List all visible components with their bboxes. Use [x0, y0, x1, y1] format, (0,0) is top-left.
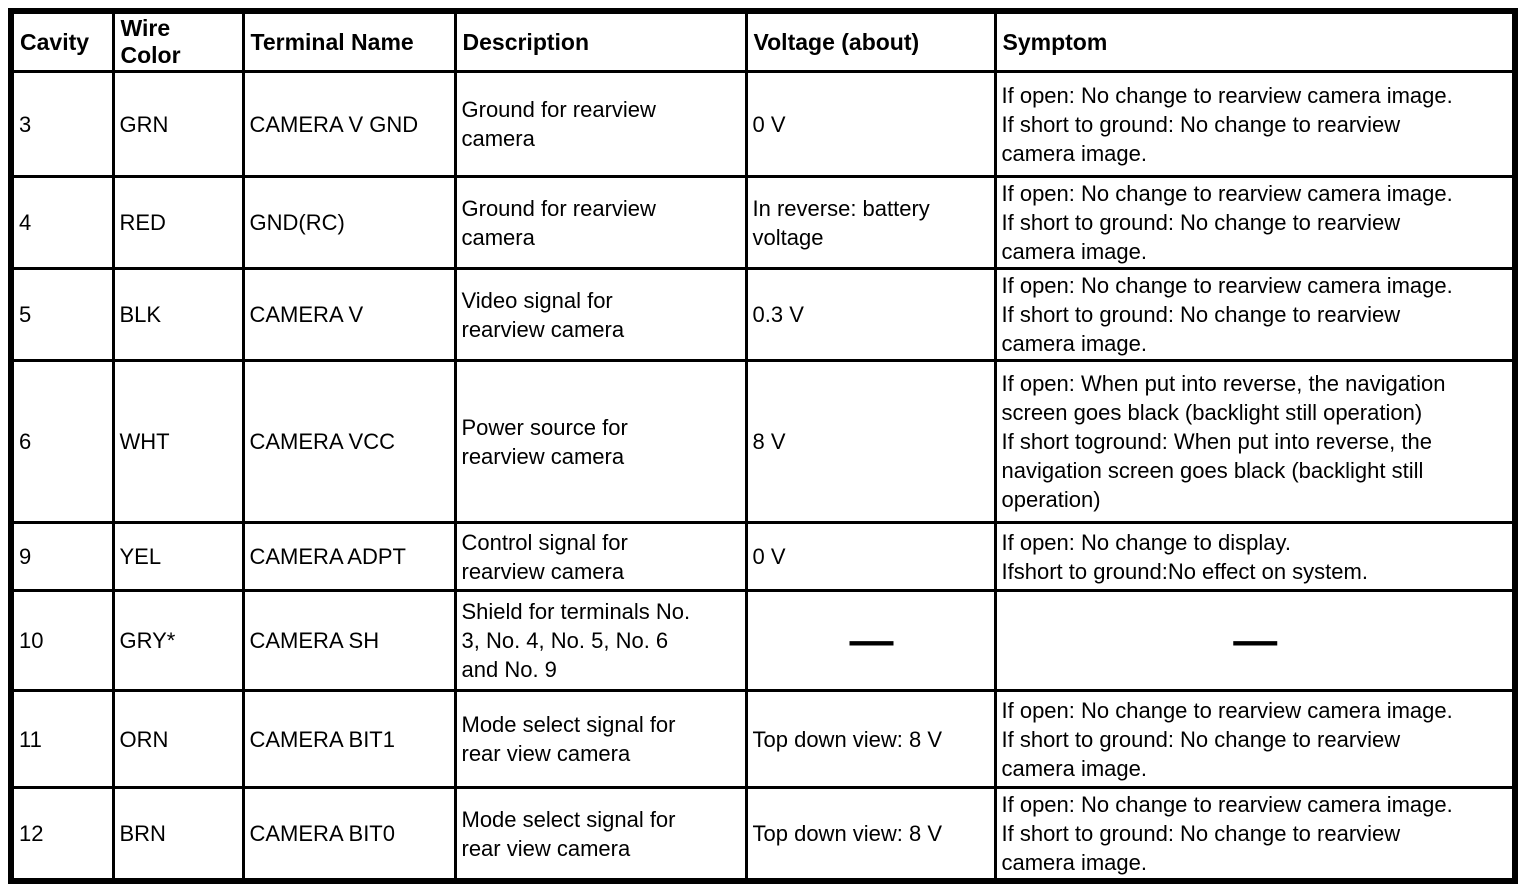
table-row: 9 YEL CAMERA ADPT Control signal for rea…: [9, 521, 1517, 592]
table-row: 12 BRN CAMERA BIT0 Mode select signal fo…: [9, 786, 1517, 883]
cavity-cell: 10: [9, 589, 115, 692]
voltage-cell: 8 V: [744, 359, 997, 524]
description-cell: Power source for rearview camera: [453, 359, 748, 524]
header-row: Cavity Wire Color Terminal Name Descript…: [9, 9, 1517, 73]
voltage-cell: 0.3 V: [744, 267, 997, 362]
terminal-name-cell: CAMERA BIT1: [241, 689, 457, 789]
symptom-cell: If open: No change to rearview camera im…: [993, 689, 1517, 789]
terminal-name-cell: CAMERA VCC: [241, 359, 457, 524]
voltage-cell: —: [744, 589, 997, 692]
table-row: 11 ORN CAMERA BIT1 Mode select signal fo…: [9, 689, 1517, 789]
description-cell: Control signal for rearview camera: [453, 521, 748, 592]
cavity-cell: 11: [9, 689, 115, 789]
table-row: 10 GRY* CAMERA SH Shield for terminals N…: [9, 589, 1517, 692]
symptom-cell: If open: No change to rearview camera im…: [993, 267, 1517, 362]
voltage-cell: Top down view: 8 V: [744, 689, 997, 789]
wire-color-cell: BLK: [111, 267, 245, 362]
wire-color-cell: RED: [111, 175, 245, 270]
symptom-cell: —: [993, 589, 1517, 692]
terminal-name-cell: CAMERA ADPT: [241, 521, 457, 592]
cavity-cell: 3: [9, 70, 115, 178]
description-cell: Shield for terminals No. 3, No. 4, No. 5…: [453, 589, 748, 692]
pinout-table: Cavity Wire Color Terminal Name Descript…: [8, 8, 1518, 884]
table-row: 3 GRN CAMERA V GND Ground for rearview c…: [9, 70, 1517, 178]
wire-color-cell: YEL: [111, 521, 245, 592]
header-description: Description: [453, 9, 748, 73]
terminal-name-cell: CAMERA SH: [241, 589, 457, 692]
voltage-cell: Top down view: 8 V: [744, 786, 997, 883]
description-cell: Ground for rearview camera: [453, 70, 748, 178]
table-row: 5 BLK CAMERA V Video signal for rearview…: [9, 267, 1517, 362]
header-terminal-name: Terminal Name: [241, 9, 457, 73]
wire-color-cell: GRY*: [111, 589, 245, 692]
voltage-cell: 0 V: [744, 521, 997, 592]
header-cavity: Cavity: [9, 9, 115, 73]
voltage-cell: In reverse: battery voltage: [744, 175, 997, 270]
cavity-cell: 5: [9, 267, 115, 362]
wire-color-cell: ORN: [111, 689, 245, 789]
description-cell: Ground for rearview camera: [453, 175, 748, 270]
symptom-cell: If open: No change to display. Ifshort t…: [993, 521, 1517, 592]
wire-color-cell: WHT: [111, 359, 245, 524]
cavity-cell: 6: [9, 359, 115, 524]
terminal-name-cell: CAMERA BIT0: [241, 786, 457, 883]
cavity-cell: 12: [9, 786, 115, 883]
voltage-cell: 0 V: [744, 70, 997, 178]
wire-color-cell: BRN: [111, 786, 245, 883]
symptom-cell: If open: When put into reverse, the navi…: [993, 359, 1517, 524]
symptom-cell: If open: No change to rearview camera im…: [993, 175, 1517, 270]
wire-color-cell: GRN: [111, 70, 245, 178]
terminal-name-cell: GND(RC): [241, 175, 457, 270]
cavity-cell: 4: [9, 175, 115, 270]
terminal-name-cell: CAMERA V: [241, 267, 457, 362]
description-cell: Mode select signal for rear view camera: [453, 786, 748, 883]
description-cell: Mode select signal for rear view camera: [453, 689, 748, 789]
symptom-cell: If open: No change to rearview camera im…: [993, 786, 1517, 883]
terminal-name-cell: CAMERA V GND: [241, 70, 457, 178]
header-symptom: Symptom: [993, 9, 1517, 73]
symptom-cell: If open: No change to rearview camera im…: [993, 70, 1517, 178]
description-cell: Video signal for rearview camera: [453, 267, 748, 362]
table-header: Cavity Wire Color Terminal Name Descript…: [9, 9, 1517, 73]
table-row: 6 WHT CAMERA VCC Power source for rearvi…: [9, 359, 1517, 524]
cavity-cell: 9: [9, 521, 115, 592]
table-row: 4 RED GND(RC) Ground for rearview camera…: [9, 175, 1517, 270]
table-body: 3 GRN CAMERA V GND Ground for rearview c…: [9, 70, 1517, 883]
header-voltage: Voltage (about): [744, 9, 997, 73]
header-wire-color: Wire Color: [111, 9, 245, 73]
